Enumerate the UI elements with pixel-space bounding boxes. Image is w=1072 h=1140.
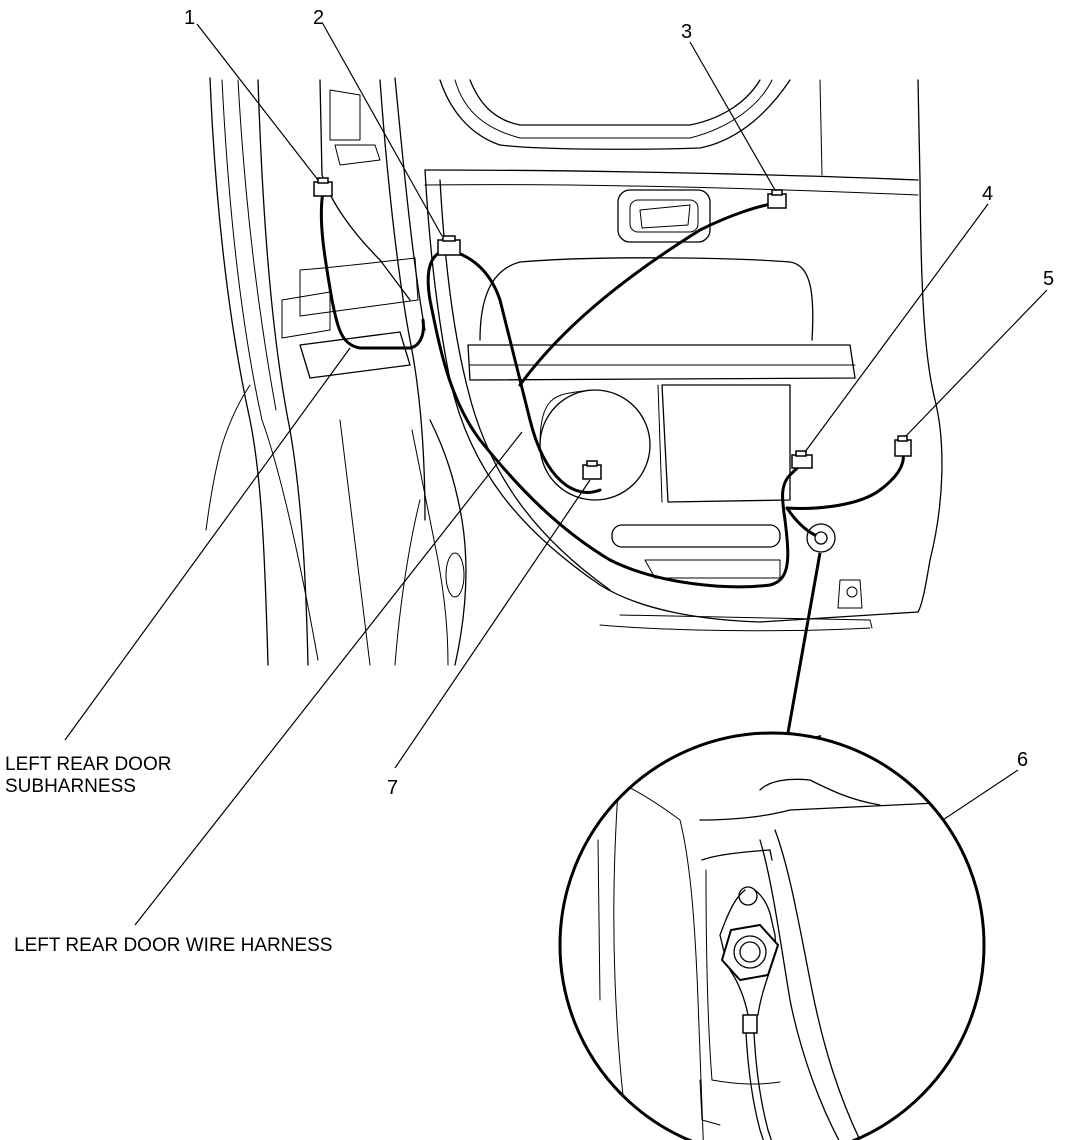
connector-2 xyxy=(437,235,461,256)
leader-lines xyxy=(64,23,1048,936)
callout-3: 3 xyxy=(681,21,692,43)
label-subharness-line1: LEFT REAR DOOR xyxy=(5,754,171,775)
connector-3 xyxy=(767,189,787,209)
connector-7 xyxy=(582,460,602,480)
callout-1: 1 xyxy=(184,7,195,29)
callout-6: 6 xyxy=(1017,749,1028,771)
body-pillar xyxy=(205,77,467,666)
label-subharness-line2: SUBHARNESS xyxy=(5,776,136,797)
left-rear-door-wire-harness-wire xyxy=(426,201,905,589)
label-wire-harness: LEFT REAR DOOR WIRE HARNESS xyxy=(14,935,332,956)
callout-4: 4 xyxy=(982,183,993,205)
connector-4 xyxy=(791,450,813,469)
connector-1 xyxy=(313,177,333,197)
left-rear-door-subharness-wire xyxy=(319,190,425,350)
callout-5: 5 xyxy=(1043,268,1054,290)
callout-7: 7 xyxy=(387,777,398,799)
ground-bolt xyxy=(806,523,836,553)
callout-2: 2 xyxy=(313,7,324,29)
ground-detail-view xyxy=(558,731,986,1140)
rear-door xyxy=(424,79,943,632)
connector-5 xyxy=(894,435,912,457)
